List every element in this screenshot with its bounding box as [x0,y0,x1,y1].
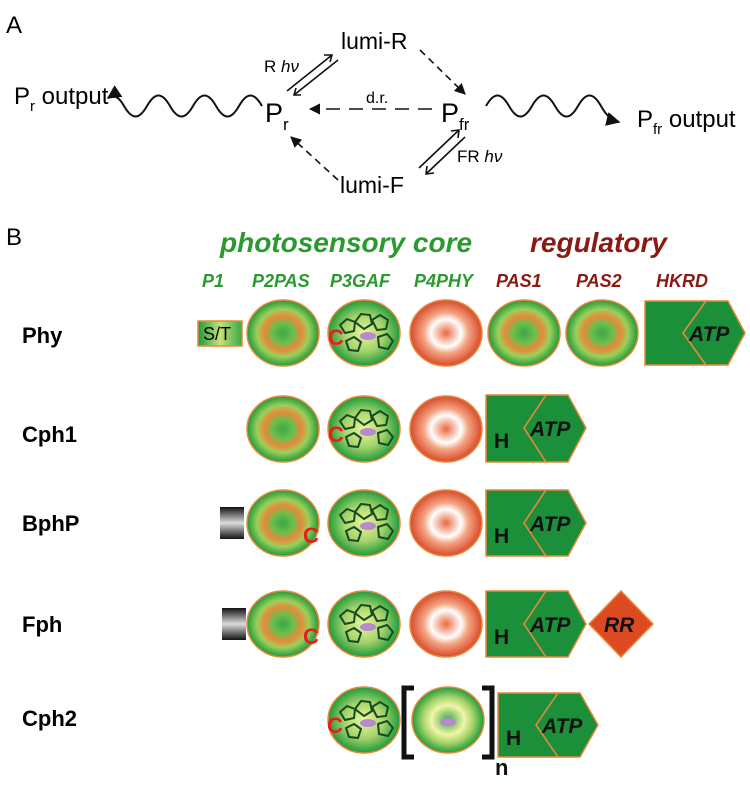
cysteine-label: C [327,713,343,738]
p4phy-domain [409,395,483,463]
atp-binding-domain [523,489,587,557]
pas2-domain [565,299,639,367]
histidine-label: H [494,525,509,548]
atp-label: ATP [529,513,571,536]
p2pas-domain [246,489,320,557]
cysteine-label: C [328,325,344,350]
atp-binding-domain [535,692,599,758]
photosensory-core-header: photosensory core [219,227,472,258]
pfr-state: Pfr [441,98,470,134]
cysteine-label: C [328,422,344,447]
protein-label-phy: Phy [22,323,63,348]
p2pas-domain [246,299,320,367]
bphp-domain-architecture: C H ATP [220,489,587,557]
st-extension [197,320,243,347]
p4phy-domain [409,299,483,367]
atp-label: ATP [529,614,571,637]
lumi-r-to-pfr-arrow [419,49,466,95]
domain-label-pas1: PAS1 [496,271,542,291]
response-regulator-domain [587,589,655,659]
pr-lumi-r-equilibrium-arrow [286,54,339,96]
histidine-label: H [494,626,509,649]
histidine-label: H [494,430,509,453]
phy-domain-architecture: S/T C ATP [197,299,746,367]
lumi-f-to-pr-arrow [290,136,339,181]
cysteine-label: C [303,624,319,649]
dark-reversion-label: d.r. [366,90,388,107]
protein-label-bphp: BphP [22,511,79,536]
domain-label-hkrd: HKRD [656,271,708,291]
rr-label: RR [604,614,635,637]
repeat-count-label: n [495,755,508,780]
atp-binding-domain [523,590,587,658]
protein-label-fph: Fph [22,612,62,637]
cph1-domain-architecture: C H ATP [246,394,587,463]
domain-label-p3gaf: P3GAF [330,271,391,291]
domain-label-p4phy: P4PHY [414,271,475,291]
chromophore-icon [440,718,456,726]
fph-domain-architecture: C H ATP RR [222,589,655,659]
atp-label: ATP [541,715,583,738]
red-light-label: R hν [264,57,299,76]
regulatory-header: regulatory [530,227,668,258]
pfr-output-label: Pfr output [637,106,736,138]
st-label: S/T [203,324,231,344]
repeat-bracket-left [401,685,414,760]
histidine-label: H [506,727,521,750]
pfr-lumi-f-equilibrium-arrow [418,129,466,175]
domain-label-pas2: PAS2 [576,271,622,291]
protein-label-cph2: Cph2 [22,706,77,731]
atp-binding-domain [523,394,587,463]
panel-b-label: B [6,224,22,251]
domain-label-p1: P1 [202,271,224,291]
n-terminal-extension [222,608,246,640]
p4phy-domain [409,590,483,658]
protein-label-cph1: Cph1 [22,422,77,447]
lumi-f-state: lumi-F [340,172,404,198]
pr-output-signal [106,85,263,118]
atp-label: ATP [688,323,730,346]
n-terminal-extension [220,507,244,539]
panel-a-label: A [6,12,22,39]
far-red-light-label: FR hν [457,147,503,166]
atp-label: ATP [529,418,571,441]
p2pas-domain [246,395,320,463]
lumi-r-state: lumi-R [341,28,407,54]
pas1-domain [487,299,561,367]
domain-label-p2pas: P2PAS [252,271,310,291]
pr-output-label: Pr output [14,83,109,115]
p4phy-domain [409,489,483,557]
atp-binding-domain [682,300,746,366]
cysteine-label: C [303,523,319,548]
p2pas-domain [246,590,320,658]
cph2-domain-architecture: C n H ATP [327,685,599,780]
pr-state: Pr [265,98,289,134]
pfr-output-signal [485,94,621,126]
repeat-bracket-right [482,685,495,760]
